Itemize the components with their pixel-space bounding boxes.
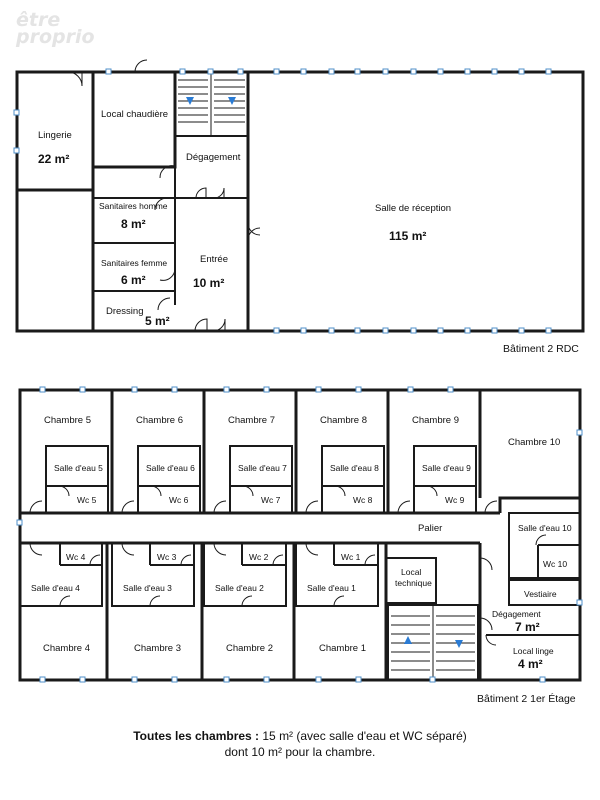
room-area: 115 m² [389,229,426,243]
room-label: Salle d'eau 9 [422,463,471,473]
room-label: Wc 2 [249,552,269,562]
room-label: Chambre 7 [228,415,275,426]
windows-rdc [13,68,552,334]
room-label: Wc 8 [353,495,373,505]
plan-etage: Chambre 5 Chambre 6 Chambre 7 Chambre 8 … [16,386,583,705]
room-label: Chambre 2 [226,643,273,654]
room-area: 6 m² [121,273,146,287]
room-label: Salle d'eau 10 [518,523,572,533]
logo-line-2: proprio [16,26,95,48]
room-label: Sanitaires homme [99,201,168,211]
floor-label-etage: Bâtiment 2 1er Étage [477,692,576,705]
room-label: Salle d'eau 7 [238,463,287,473]
room-area: 5 m² [145,314,170,328]
room-label: Salle d'eau 4 [31,583,80,593]
room-label: Salle d'eau 8 [330,463,379,473]
caption-line-2: dont 10 m² pour la chambre. [224,745,376,759]
room-label: Dégagement [186,152,241,163]
floor-label-rdc: Bâtiment 2 RDC [503,343,579,355]
stairs-etage [391,615,475,671]
room-label: Chambre 8 [320,415,367,426]
room-label: Lingerie [38,130,72,141]
doors-etage [29,485,547,646]
room-label: Dressing [106,306,144,317]
room-label: Salle d'eau 5 [54,463,103,473]
room-label: Wc 6 [169,495,189,505]
room-label: Chambre 1 [319,643,366,654]
room-area: 22 m² [38,152,69,166]
stairs-rdc [178,79,245,123]
stair-arrow-icon [186,97,194,105]
room-label: Wc 7 [261,495,281,505]
caption-line-1: Toutes les chambres : 15 m² (avec salle … [0,729,600,743]
room-label: Wc 4 [66,552,86,562]
room-label: Sanitaires femme [101,258,167,268]
room-label: Chambre 4 [43,643,90,654]
windows-etage [16,386,583,683]
room-label: Vestiaire [524,589,557,599]
caption-text: 15 m² (avec salle d'eau et WC séparé) [259,729,467,743]
logo-line-1: être [16,9,61,31]
room-area: 8 m² [121,217,146,231]
room-area: 7 m² [515,620,540,634]
room-label: Chambre 10 [508,437,560,448]
walls-etage [18,388,582,682]
room-label: Salle d'eau 6 [146,463,195,473]
room-label: Wc 5 [77,495,97,505]
caption-bold: Toutes les chambres : [133,729,260,743]
room-label: Salle de réception [375,203,451,214]
room-label: Local linge [513,646,554,656]
stair-arrow-icon [404,636,412,644]
room-label: Dégagement [492,609,541,619]
room-label: Wc 10 [543,559,567,569]
room-label: Chambre 9 [412,415,459,426]
room-label: Local [401,567,421,577]
doors-rdc [67,59,261,332]
room-label: Salle d'eau 3 [123,583,172,593]
room-label: Wc 9 [445,495,465,505]
room-label: Salle d'eau 1 [307,583,356,593]
room-label: Wc 1 [341,552,361,562]
labels-rdc: Lingerie 22 m² Local chaudière Dégagemen… [38,109,451,328]
room-label: Local chaudière [101,109,168,120]
room-area: 10 m² [193,276,224,290]
room-label: Chambre 3 [134,643,181,654]
room-label: Wc 3 [157,552,177,562]
stair-arrow-icon [228,97,236,105]
room-label: Palier [418,523,442,534]
etre-proprio-logo: être proprio [16,9,96,60]
room-label: technique [395,578,432,588]
room-label: Chambre 5 [44,415,91,426]
room-area: 4 m² [518,657,543,671]
labels-etage: Chambre 5 Chambre 6 Chambre 7 Chambre 8 … [31,415,572,671]
room-label: Entrée [200,254,228,265]
stair-arrow-icon [455,640,463,648]
plan-rdc: Lingerie 22 m² Local chaudière Dégagemen… [13,59,585,355]
room-label: Chambre 6 [136,415,183,426]
room-label: Salle d'eau 2 [215,583,264,593]
